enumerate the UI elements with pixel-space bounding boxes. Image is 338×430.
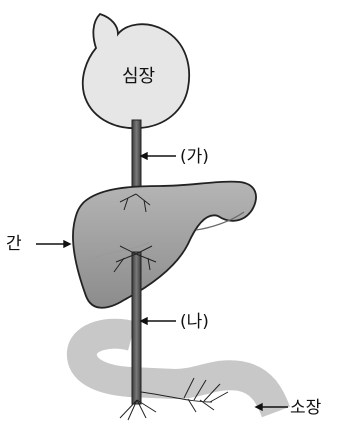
small-intestine-label: 소장 [290,400,321,417]
heart-label: 심장 [122,68,155,86]
liver-organ [73,182,256,308]
vessel-a [132,120,141,196]
vessel-a-label: (가) [180,149,209,166]
vessel-b [132,252,141,404]
liver-label: 간 [6,236,22,253]
small-intestine [82,334,276,412]
vessel-b-label: (나) [180,314,209,331]
